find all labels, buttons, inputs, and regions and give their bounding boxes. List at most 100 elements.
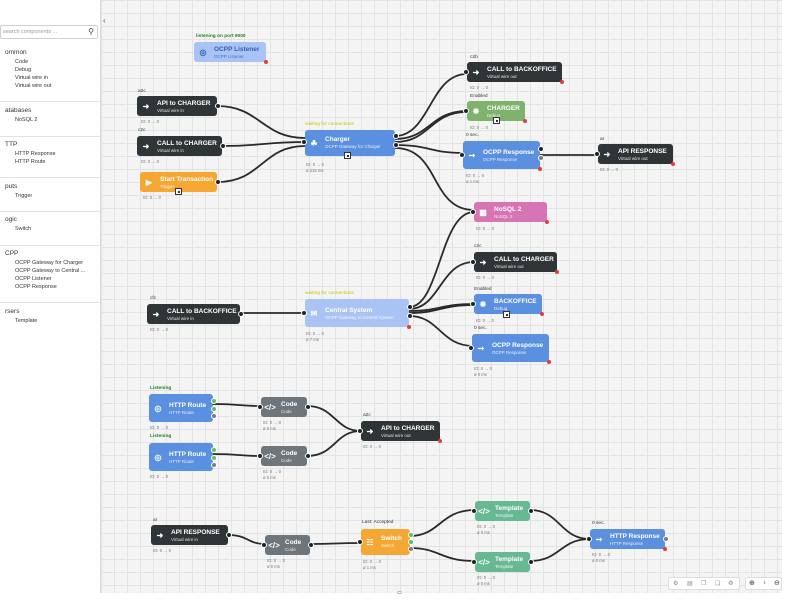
- call-to-backoffice-out-node[interactable]: ➜ CALL to BACKOFFICE Virtual wire out: [463, 62, 564, 84]
- code-node-1[interactable]: </> Code Code: [257, 397, 311, 417]
- output-port[interactable]: [408, 532, 414, 538]
- input-port[interactable]: [459, 152, 465, 158]
- search-box[interactable]: ⚲: [0, 25, 98, 39]
- input-port[interactable]: [586, 536, 592, 542]
- sidebar-item-trigger[interactable]: Trigger: [15, 193, 33, 199]
- output-port[interactable]: [528, 508, 534, 514]
- http-route-node-1[interactable]: ◎ HTTP Route HTTP Route: [149, 394, 217, 422]
- flow-canvas[interactable]: [101, 0, 782, 593]
- output-port[interactable]: [308, 542, 314, 548]
- output-port[interactable]: [305, 453, 311, 459]
- sidebar-item-ocpp-response[interactable]: OCPP Response: [15, 284, 57, 290]
- output-port[interactable]: [215, 103, 221, 109]
- output-port[interactable]: [211, 406, 217, 412]
- input-port[interactable]: [470, 301, 476, 307]
- input-port[interactable]: [257, 453, 263, 459]
- output-port[interactable]: [211, 413, 217, 419]
- settings-icon[interactable]: ⚙: [673, 581, 679, 587]
- sidebar-item-nosql[interactable]: NoSQL 2: [15, 117, 38, 123]
- sidebar-item-ocpp-gateway-charger[interactable]: OCPP Gateway for Charger: [15, 260, 84, 266]
- debug-toggle-icon[interactable]: [493, 117, 500, 124]
- sidebar-item-template[interactable]: Template: [15, 318, 38, 324]
- ocpp-listener-node[interactable]: ◎ OCPP Listener OCPP Listener: [194, 42, 268, 64]
- search-input[interactable]: [1, 26, 83, 38]
- charger-debug-node[interactable]: ❋ CHARGER Debug: [463, 101, 527, 123]
- input-port[interactable]: [357, 539, 363, 545]
- output-port[interactable]: [220, 143, 226, 149]
- api-to-charger-out-node[interactable]: ➜ API to CHARGER Virtual wire out: [357, 421, 442, 443]
- code-node-3[interactable]: </> Code Code: [261, 535, 314, 555]
- sidebar-item-debug[interactable]: Debug: [15, 67, 32, 73]
- search-icon[interactable]: ⚲: [88, 27, 94, 36]
- sidebar-item-ocpp-gateway-central[interactable]: OCPP Gateway to Central ...: [15, 268, 86, 274]
- input-port[interactable]: [594, 151, 600, 157]
- debug-toggle-icon[interactable]: [344, 152, 351, 159]
- output-port[interactable]: [215, 179, 221, 185]
- output-port[interactable]: [305, 404, 311, 410]
- sidebar-item-virtual-wire-in[interactable]: Virtual wire in: [15, 75, 48, 81]
- switch-node[interactable]: ☷ Switch Switch: [357, 529, 414, 555]
- input-port[interactable]: [357, 428, 363, 434]
- file-icon[interactable]: ▤: [687, 581, 693, 587]
- output-port[interactable]: [226, 532, 232, 538]
- api-response-out-node[interactable]: ➜ API RESPONSE Virtual wire out: [594, 144, 675, 166]
- code-node-2[interactable]: </> Code Code: [257, 446, 311, 466]
- ocpp-response-node-1[interactable]: ➞ OCPP Response OCPP Response: [459, 141, 544, 171]
- input-port[interactable]: [470, 259, 476, 265]
- scroll-handle[interactable]: [397, 591, 402, 594]
- start-transaction-trigger-node[interactable]: ▶ Start Transaction Trigger: [140, 172, 221, 192]
- zoom-reset-icon[interactable]: ↕: [763, 580, 766, 586]
- nosql-node[interactable]: ▩ NoSQL 2 NoSQL 2: [470, 202, 549, 224]
- sidebar-item-http-route[interactable]: HTTP Route: [15, 159, 46, 165]
- output-port[interactable]: [663, 536, 669, 542]
- input-port[interactable]: [463, 69, 469, 75]
- input-port[interactable]: [463, 108, 469, 114]
- http-response-node[interactable]: ➞ HTTP Response HTTP Response: [586, 529, 669, 551]
- output-port[interactable]: [211, 462, 217, 468]
- input-port[interactable]: [257, 404, 263, 410]
- backoffice-debug-node[interactable]: ❋ BACKOFFICE Debug: [470, 294, 544, 316]
- input-port[interactable]: [301, 310, 307, 316]
- trigger-button-icon[interactable]: [175, 188, 182, 195]
- input-port[interactable]: [301, 139, 307, 145]
- input-port[interactable]: [261, 542, 267, 548]
- zoom-in-icon[interactable]: ⊕: [749, 580, 755, 587]
- output-port[interactable]: [211, 398, 217, 404]
- call-to-charger-in-node[interactable]: ➜ CALL to CHARGER Virtual wire in: [137, 136, 226, 156]
- sidebar-item-http-response[interactable]: HTTP Response: [15, 151, 56, 157]
- output-port[interactable]: [408, 546, 414, 552]
- input-port[interactable]: [471, 559, 477, 565]
- output-port[interactable]: [408, 539, 414, 545]
- sidebar-item-ocpp-listener[interactable]: OCPP Listener: [15, 276, 52, 282]
- zoom-out-icon[interactable]: ⊖: [774, 580, 780, 587]
- output-port[interactable]: [407, 313, 413, 319]
- refresh-icon[interactable]: ♻: [728, 581, 734, 587]
- clone-icon[interactable]: ❏: [715, 581, 721, 587]
- output-port[interactable]: [211, 447, 217, 453]
- central-system-gateway-node[interactable]: ✉ Central System OCPP Gateway to Central…: [301, 299, 413, 329]
- charger-gateway-node[interactable]: ☘ Charger OCPP Gateway for Charger: [301, 130, 399, 156]
- output-port[interactable]: [393, 142, 399, 148]
- input-port[interactable]: [470, 209, 476, 215]
- api-to-charger-in-node[interactable]: ➜ API to CHARGER Virtual wire in: [137, 96, 221, 116]
- input-port[interactable]: [471, 508, 477, 514]
- output-port[interactable]: [238, 311, 244, 317]
- output-port[interactable]: [407, 304, 413, 310]
- collapse-sidebar-icon[interactable]: ‹: [103, 16, 106, 25]
- output-port[interactable]: [211, 455, 217, 461]
- copy-icon[interactable]: ❐: [701, 581, 707, 587]
- input-port[interactable]: [468, 345, 474, 351]
- template-node-2[interactable]: </> Template Template: [471, 552, 534, 572]
- sidebar-item-switch[interactable]: Switch: [15, 226, 32, 232]
- output-port[interactable]: [393, 133, 399, 139]
- sidebar-item-code[interactable]: Code: [15, 59, 29, 65]
- ocpp-response-node-2[interactable]: ➞ OCPP Response OCPP Response: [468, 334, 551, 364]
- api-response-in-node[interactable]: ➜ API RESPONSE Virtual wire in: [151, 525, 232, 545]
- output-port[interactable]: [528, 559, 534, 565]
- debug-toggle-icon[interactable]: [503, 311, 510, 318]
- template-node-1[interactable]: </> Template Template: [471, 501, 534, 521]
- output-port[interactable]: [538, 146, 544, 152]
- http-route-node-2[interactable]: ◎ HTTP Route HTTP Route: [149, 443, 217, 471]
- call-to-backoffice-in-node[interactable]: ➜ CALL to BACKOFFICE Virtual wire in: [147, 304, 244, 324]
- output-port[interactable]: [538, 155, 544, 161]
